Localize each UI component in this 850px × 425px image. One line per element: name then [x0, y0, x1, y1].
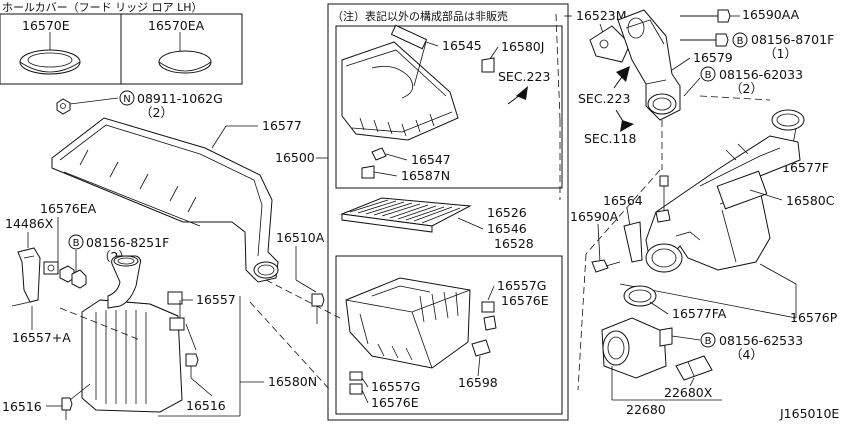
label-16557G-bottom: 16557G — [371, 379, 420, 394]
label-14486X: 14486X — [5, 216, 54, 231]
bolt-mark-62533: B — [705, 336, 712, 347]
label-16577: 16577 — [262, 118, 302, 133]
bracket-16564: 16564 16590A — [570, 193, 643, 273]
resonator-16580N: 16580N — [81, 255, 317, 417]
nut-08911-1062G: N 08911-1062G （2） — [56, 90, 223, 120]
label-16580J: 16580J — [501, 39, 544, 54]
label-16516-mid: 16516 — [186, 398, 226, 413]
airflow-meter-22680: B 08156-62533 （4） 22680X 22680 — [601, 317, 803, 417]
label-16590A: 16590A — [570, 209, 619, 224]
hole-cover-left-part — [19, 49, 81, 75]
hole-cover-box: ホールカバー（フード リッジ ロア LH） 16570E 16570EA — [0, 1, 243, 85]
label-16587N: 16587N — [401, 168, 450, 183]
qty-08156-62533: （4） — [730, 347, 763, 362]
grommet-16557G-top: 16557G 16576E — [481, 278, 549, 331]
label-16570EA: 16570EA — [148, 18, 205, 33]
label-16576P: 16576P — [790, 310, 838, 325]
hole-cover-right-part — [158, 50, 212, 74]
label-16576E-bottom: 16576E — [371, 395, 419, 410]
clip-16557: 16557 — [167, 291, 236, 351]
hole-cover-caption: ホールカバー（フード リッジ ロア LH） — [2, 1, 203, 14]
label-22680: 22680 — [626, 402, 666, 417]
bracket-14486X: 14486X 16576EA 16557+A — [5, 201, 97, 345]
bolt-mark-62033: B — [705, 70, 712, 81]
label-16590AA: 16590AA — [742, 7, 800, 22]
label-16577FA: 16577FA — [672, 306, 727, 321]
label-16598: 16598 — [458, 375, 498, 390]
label-16526: 16526 — [487, 205, 527, 220]
clip-16598: 16598 — [458, 339, 498, 390]
label-sec223-right: SEC.223 — [578, 91, 630, 106]
air-duct-16577: 16577 — [51, 117, 302, 283]
qty-08156-8701F: （1） — [764, 46, 797, 61]
label-16523M: 16523M — [576, 8, 627, 23]
clamp-16577FA: 16577FA — [623, 285, 727, 321]
bolt-08156-8251F: B 08156-8251F （2） — [68, 234, 169, 289]
label-16545: 16545 — [442, 38, 482, 53]
upper-cover-16545: 16545 16580J — [341, 24, 544, 141]
label-16579: 16579 — [693, 50, 733, 65]
label-16557A: 16557+A — [12, 330, 71, 345]
bolt-16510A: 16510A — [276, 230, 325, 324]
intake-duct-16579: 16523M 16590AA B 08156-8701F （1） 16579 B… — [564, 7, 834, 121]
label-16557: 16557 — [196, 292, 236, 307]
label-08156-62033: 08156-62033 — [719, 67, 803, 82]
lower-case-16528 — [345, 277, 471, 369]
diagram-code: J165010E — [779, 406, 839, 421]
qty-08911-1062G: （2） — [140, 105, 173, 120]
label-16580C: 16580C — [786, 193, 835, 208]
label-16564: 16564 — [603, 193, 643, 208]
label-16528: 16528 — [494, 236, 534, 251]
sec-223-top: SEC.223 — [498, 69, 550, 105]
label-08156-62533: 08156-62533 — [719, 333, 803, 348]
bolt-mark-8251F: B — [73, 238, 80, 249]
label-sec223-top: SEC.223 — [498, 69, 550, 84]
bolt-16516-mid: 16516 — [185, 353, 226, 413]
label-16577F: 16577F — [782, 160, 829, 175]
label-08156-8251F: 08156-8251F — [86, 235, 169, 250]
label-08156-8701F: 08156-8701F — [751, 32, 834, 47]
label-sec118: SEC.118 — [584, 131, 636, 146]
label-16576EA: 16576EA — [40, 201, 97, 216]
qty-08156-62033: （2） — [730, 81, 763, 96]
sec-refs-right: SEC.223 SEC.118 — [578, 66, 636, 146]
label-16570E: 16570E — [22, 18, 70, 33]
air-inlet-duct-16576P: 16577F 16580C 16576P — [619, 109, 838, 325]
filter-element-16546: 16526 16546 16528 — [340, 197, 534, 251]
label-16547: 16547 — [411, 152, 451, 167]
bolt-mark-8701F: B — [737, 36, 744, 47]
clips-16547-16587N: 16547 16587N — [361, 147, 451, 183]
label-22680X: 22680X — [664, 385, 713, 400]
bolt-16516-left: 16516 — [2, 383, 91, 420]
label-16546: 16546 — [487, 221, 527, 236]
grommet-16557G-bottom: 16557G 16576E — [349, 371, 420, 410]
label-16576E-top: 16576E — [501, 293, 549, 308]
label-16516-left: 16516 — [2, 399, 42, 414]
label-08911-1062G: 08911-1062G — [137, 91, 223, 106]
label-16510A: 16510A — [276, 230, 325, 245]
label-16557G-top: 16557G — [497, 278, 546, 293]
nut-mark: N — [123, 94, 130, 105]
air-cleaner-assembly-box: 16500 （注）表記以外の構成部品は非販売 16545 16580J — [275, 3, 569, 421]
label-16580N: 16580N — [268, 374, 317, 389]
note-text: （注）表記以外の構成部品は非販売 — [332, 9, 508, 23]
label-16500: 16500 — [275, 150, 315, 165]
